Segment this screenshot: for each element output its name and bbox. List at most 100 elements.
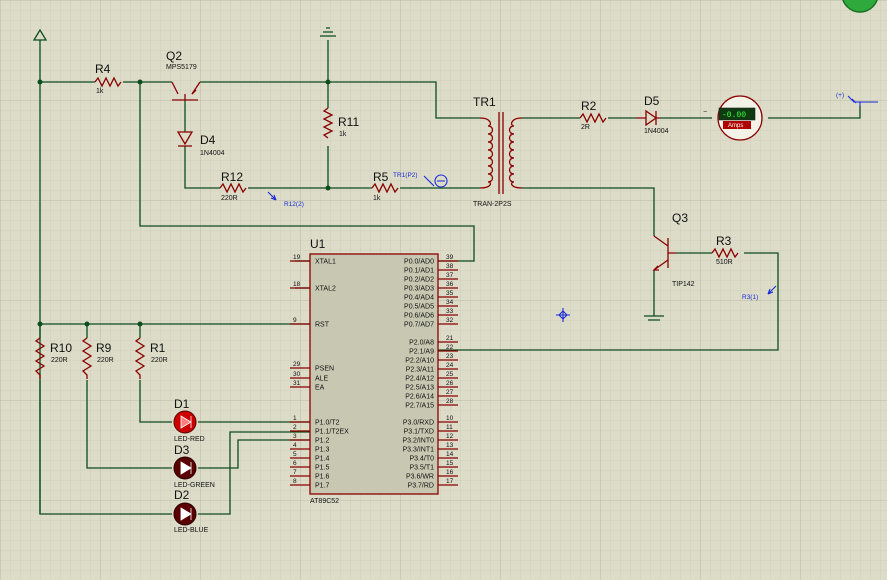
- resistor-r10[interactable]: R10 220R: [34, 337, 72, 379]
- ammeter-readout: -0.00: [722, 111, 746, 120]
- wires: [39, 40, 861, 515]
- mcu-pin-number: 17: [446, 478, 454, 485]
- mcu-pin-name: P2.2/A10: [405, 358, 434, 365]
- mcu-pin-number: 4: [293, 442, 297, 449]
- led-d2[interactable]: D2 LED-BLUE: [173, 488, 209, 534]
- svg-text:LED-GREEN: LED-GREEN: [174, 482, 215, 489]
- mcu-pin-number: 31: [293, 380, 301, 387]
- mcu-pin-number: 35: [446, 290, 454, 297]
- svg-text:R11: R11: [338, 115, 359, 129]
- mcu-pin-number: 33: [446, 308, 454, 315]
- svg-text:(+): (+): [836, 92, 844, 99]
- led-d1[interactable]: D1 LED-RED: [173, 397, 205, 443]
- svg-text:2R: 2R: [581, 124, 590, 131]
- mcu-pin-name: P2.1/A9: [409, 349, 434, 356]
- mcu-pin-name: RST: [315, 322, 330, 329]
- resistor-r1[interactable]: R1 220R: [134, 337, 168, 379]
- mcu-pin-name: EA: [315, 385, 325, 392]
- mcu-pin-number: 22: [446, 344, 454, 351]
- svg-text:R9: R9: [96, 341, 112, 355]
- mcu-pin-name: P1.7: [315, 483, 330, 490]
- diode-d5[interactable]: D5 1N4004: [636, 94, 669, 135]
- mcu-pin-name: P1.2: [315, 438, 330, 445]
- mcu-pin-name: P0.6/AD6: [404, 313, 434, 320]
- mcu-pin-name: P2.5/A13: [405, 385, 434, 392]
- resistor-r3[interactable]: R3 510R: [711, 234, 739, 266]
- mcu-pin-number: 5: [293, 451, 297, 458]
- transistor-q2[interactable]: Q2 MPS5179: [166, 49, 201, 101]
- svg-text:R5: R5: [373, 170, 389, 184]
- mcu-pin-number: 24: [446, 362, 454, 369]
- mcu-pin-number: 14: [446, 451, 454, 458]
- mcu-pin-number: 37: [446, 272, 454, 279]
- power-rail-arrow: [32, 28, 48, 41]
- mcu-pin-number: 39: [446, 254, 454, 261]
- resistor-r11[interactable]: R11 1k: [322, 107, 359, 139]
- ground-symbol-q3: [644, 312, 664, 321]
- svg-text:LED-RED: LED-RED: [174, 436, 205, 443]
- mcu-pin-number: 3: [293, 433, 297, 440]
- resistor-r4[interactable]: R4 1k: [94, 62, 122, 95]
- svg-text:R10: R10: [50, 341, 72, 355]
- ammeter[interactable]: − + -0.00 Amps: [703, 95, 763, 141]
- transistor-q3[interactable]: Q3 TIP142: [652, 211, 695, 288]
- mcu-pin-number: 34: [446, 299, 454, 306]
- mcu-pin-name: PSEN: [315, 366, 334, 373]
- mcu-pin-name: P0.1/AD1: [404, 268, 434, 275]
- corner-indicator-icon[interactable]: [842, 0, 878, 13]
- svg-text:R3: R3: [716, 234, 732, 248]
- mcu-right-pins: 39P0.0/AD038P0.1/AD137P0.2/AD236P0.3/AD3…: [402, 254, 458, 490]
- mcu-pin-name: P3.7/RD: [408, 483, 434, 490]
- mcu-pin-name: P1.4: [315, 456, 330, 463]
- resistor-r12[interactable]: R12 220R: [219, 170, 247, 202]
- mcu-pin-name: P2.7/A15: [405, 403, 434, 410]
- svg-text:R4: R4: [95, 62, 111, 76]
- mcu-pin-number: 16: [446, 469, 454, 476]
- mcu-pin-name: XTAL2: [315, 286, 336, 293]
- svg-text:−: −: [703, 109, 707, 116]
- svg-text:R12(2): R12(2): [284, 201, 304, 208]
- svg-text:AT89C52: AT89C52: [310, 498, 339, 505]
- resistor-r9[interactable]: R9 220R: [81, 337, 114, 379]
- svg-text:220R: 220R: [221, 195, 238, 202]
- mcu-pin-number: 12: [446, 433, 454, 440]
- mcu-pin-number: 29: [293, 361, 301, 368]
- probe-tr1[interactable]: TR1(P2): [393, 172, 448, 188]
- svg-text:220R: 220R: [97, 357, 114, 364]
- mcu-pin-name: P0.4/AD4: [404, 295, 434, 302]
- mcu-pin-number: 18: [293, 281, 301, 288]
- resistor-r5[interactable]: R5 1k: [371, 170, 399, 202]
- mcu-pin-name: P0.0/AD0: [404, 259, 434, 266]
- mcu-pin-name: P3.1/TXD: [404, 429, 434, 436]
- mcu-pin-number: 30: [293, 371, 301, 378]
- svg-text:R3(1): R3(1): [742, 294, 758, 301]
- mcu-pin-number: 28: [446, 398, 454, 405]
- mcu-pin-number: 7: [293, 469, 297, 476]
- terminal-plus[interactable]: (+): [836, 92, 878, 106]
- mcu-pin-number: 11: [446, 424, 453, 431]
- mcu-u1[interactable]: U1 AT89C52 19XTAL118XTAL29RST29PSEN30ALE…: [290, 237, 458, 505]
- resistor-r2[interactable]: R2 2R: [579, 99, 607, 131]
- mcu-pin-name: P2.6/A14: [405, 394, 434, 401]
- marker-diamond[interactable]: [556, 308, 570, 322]
- probe-r12[interactable]: R12(2): [267, 191, 304, 208]
- mcu-pin-name: P0.7/AD7: [404, 322, 434, 329]
- probe-r3[interactable]: R3(1): [742, 285, 777, 301]
- mcu-pin-name: P1.3: [315, 447, 330, 454]
- diode-d4[interactable]: D4 1N4004: [176, 131, 225, 157]
- transformer-tr1[interactable]: TR1 TRAN-2P2S: [473, 95, 523, 208]
- mcu-pin-name: P2.3/A11: [406, 367, 434, 374]
- ground-symbol-top: [320, 27, 336, 37]
- mcu-pin-name: P0.5/AD5: [404, 304, 434, 311]
- mcu-pin-number: 10: [446, 415, 454, 422]
- svg-text:U1: U1: [310, 237, 326, 251]
- led-d3[interactable]: D3 LED-GREEN: [173, 443, 215, 489]
- mcu-pin-name: ALE: [315, 376, 329, 383]
- mcu-pin-number: 23: [446, 353, 454, 360]
- svg-text:D1: D1: [174, 397, 190, 411]
- svg-text:1N4004: 1N4004: [644, 128, 669, 135]
- svg-text:510R: 510R: [716, 259, 733, 266]
- svg-text:220R: 220R: [51, 357, 68, 364]
